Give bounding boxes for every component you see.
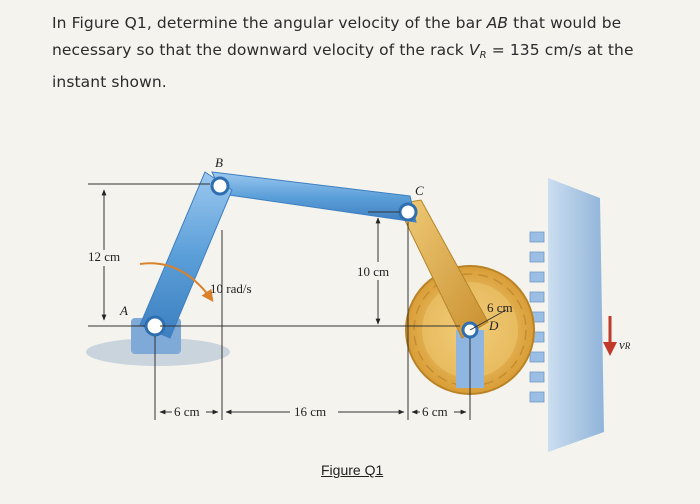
velocity-subscript: R [479,50,487,61]
velocity-symbol: V [468,41,480,59]
label-10cm: 10 cm [357,264,390,279]
label-omega: 10 rad/s [210,281,252,296]
label-radius-6cm: 6 cm [487,300,513,315]
velocity-arrow-head [603,342,617,356]
label-vr-symbol: v [619,337,625,352]
label-6cm-right: 6 cm [422,404,448,419]
label-a: A [120,303,128,318]
bar-name: AB [486,14,509,32]
dimension-lines [88,183,471,420]
problem-statement: In Figure Q1, determine the angular velo… [52,10,682,96]
bar-ab [139,171,233,339]
rack [548,178,604,452]
problem-text-1: In Figure Q1, determine the angular velo… [52,14,487,32]
link-cd [396,199,489,339]
gear-radius-line [469,309,507,331]
label-c: C [415,183,424,198]
label-d: D [489,318,499,333]
problem-text-3: = 135 cm/s at the instant shown. [52,41,634,91]
figure-caption: Figure Q1 [321,462,384,478]
omega-arrow [139,262,214,302]
pin-b [210,176,230,196]
label-vr-subscript: R [624,341,631,351]
pin-c [398,202,418,222]
label-16cm: 16 cm [294,404,327,419]
label-b: B [215,155,223,170]
problem-text-2: that would be necessary so that the down… [52,14,622,59]
label-12cm: 12 cm [88,249,121,264]
bar-bc [211,171,417,223]
label-6cm-left: 6 cm [174,404,200,419]
label-vr: vR [619,337,630,353]
